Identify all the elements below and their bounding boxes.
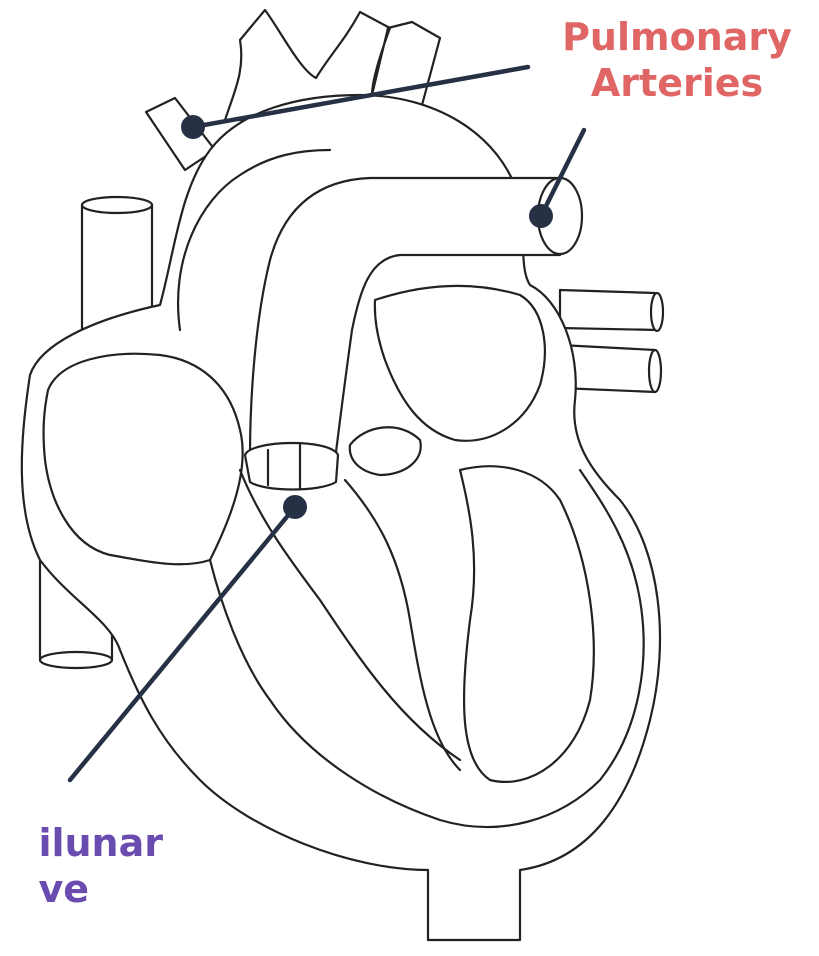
pointer-dot-pulmonary-upper xyxy=(181,115,205,139)
pulmonary-valve xyxy=(245,443,338,490)
label-semilunar-line-2: ve xyxy=(38,866,163,912)
label-pulmonary-line-1: Pulmonary xyxy=(548,14,806,60)
pointer-dot-pulmonary-lower xyxy=(529,204,553,228)
label-pulmonary-arteries: Pulmonary Arteries xyxy=(548,14,806,106)
label-semilunar-valve: ilunar ve xyxy=(38,820,163,912)
label-semilunar-line-1: ilunar xyxy=(38,820,163,866)
pointer-dot-semilunar xyxy=(283,495,307,519)
label-pulmonary-line-2: Arteries xyxy=(548,60,806,106)
